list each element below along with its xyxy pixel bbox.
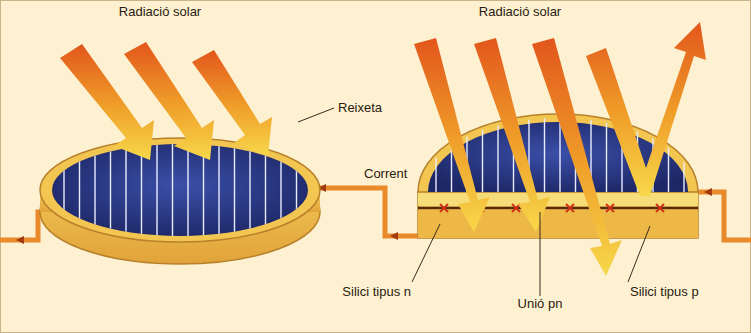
grid-line: [482, 100, 483, 194]
grid-line: [296, 130, 297, 250]
grid-line: [218, 130, 219, 250]
grid-line: [544, 100, 545, 194]
grid-line: [63, 130, 64, 250]
grid-line: [280, 130, 281, 250]
part-label: Silici tipus p: [628, 284, 701, 300]
charge-mark: [656, 204, 664, 212]
grid-line: [94, 130, 95, 250]
grid-line: [435, 100, 436, 194]
charge-mark: [566, 204, 574, 212]
grid-line: [234, 130, 235, 250]
grid-line: [110, 130, 111, 250]
grid-line: [497, 100, 498, 194]
part-label: Unió pn: [516, 296, 565, 312]
grid-line: [79, 130, 80, 250]
part-label: Silici tipus n: [340, 284, 413, 300]
charge-mark: [440, 204, 448, 212]
grid-line: [172, 130, 173, 250]
grid-line: [683, 100, 684, 194]
part-label: Radiació solar: [477, 4, 563, 20]
part-label: Reixeta: [336, 100, 384, 116]
charge-mark: [606, 204, 614, 212]
part-label: Corrent: [362, 166, 409, 182]
grid-line: [156, 130, 157, 250]
part-label: Radiació solar: [117, 4, 203, 20]
grid-line: [606, 100, 607, 194]
